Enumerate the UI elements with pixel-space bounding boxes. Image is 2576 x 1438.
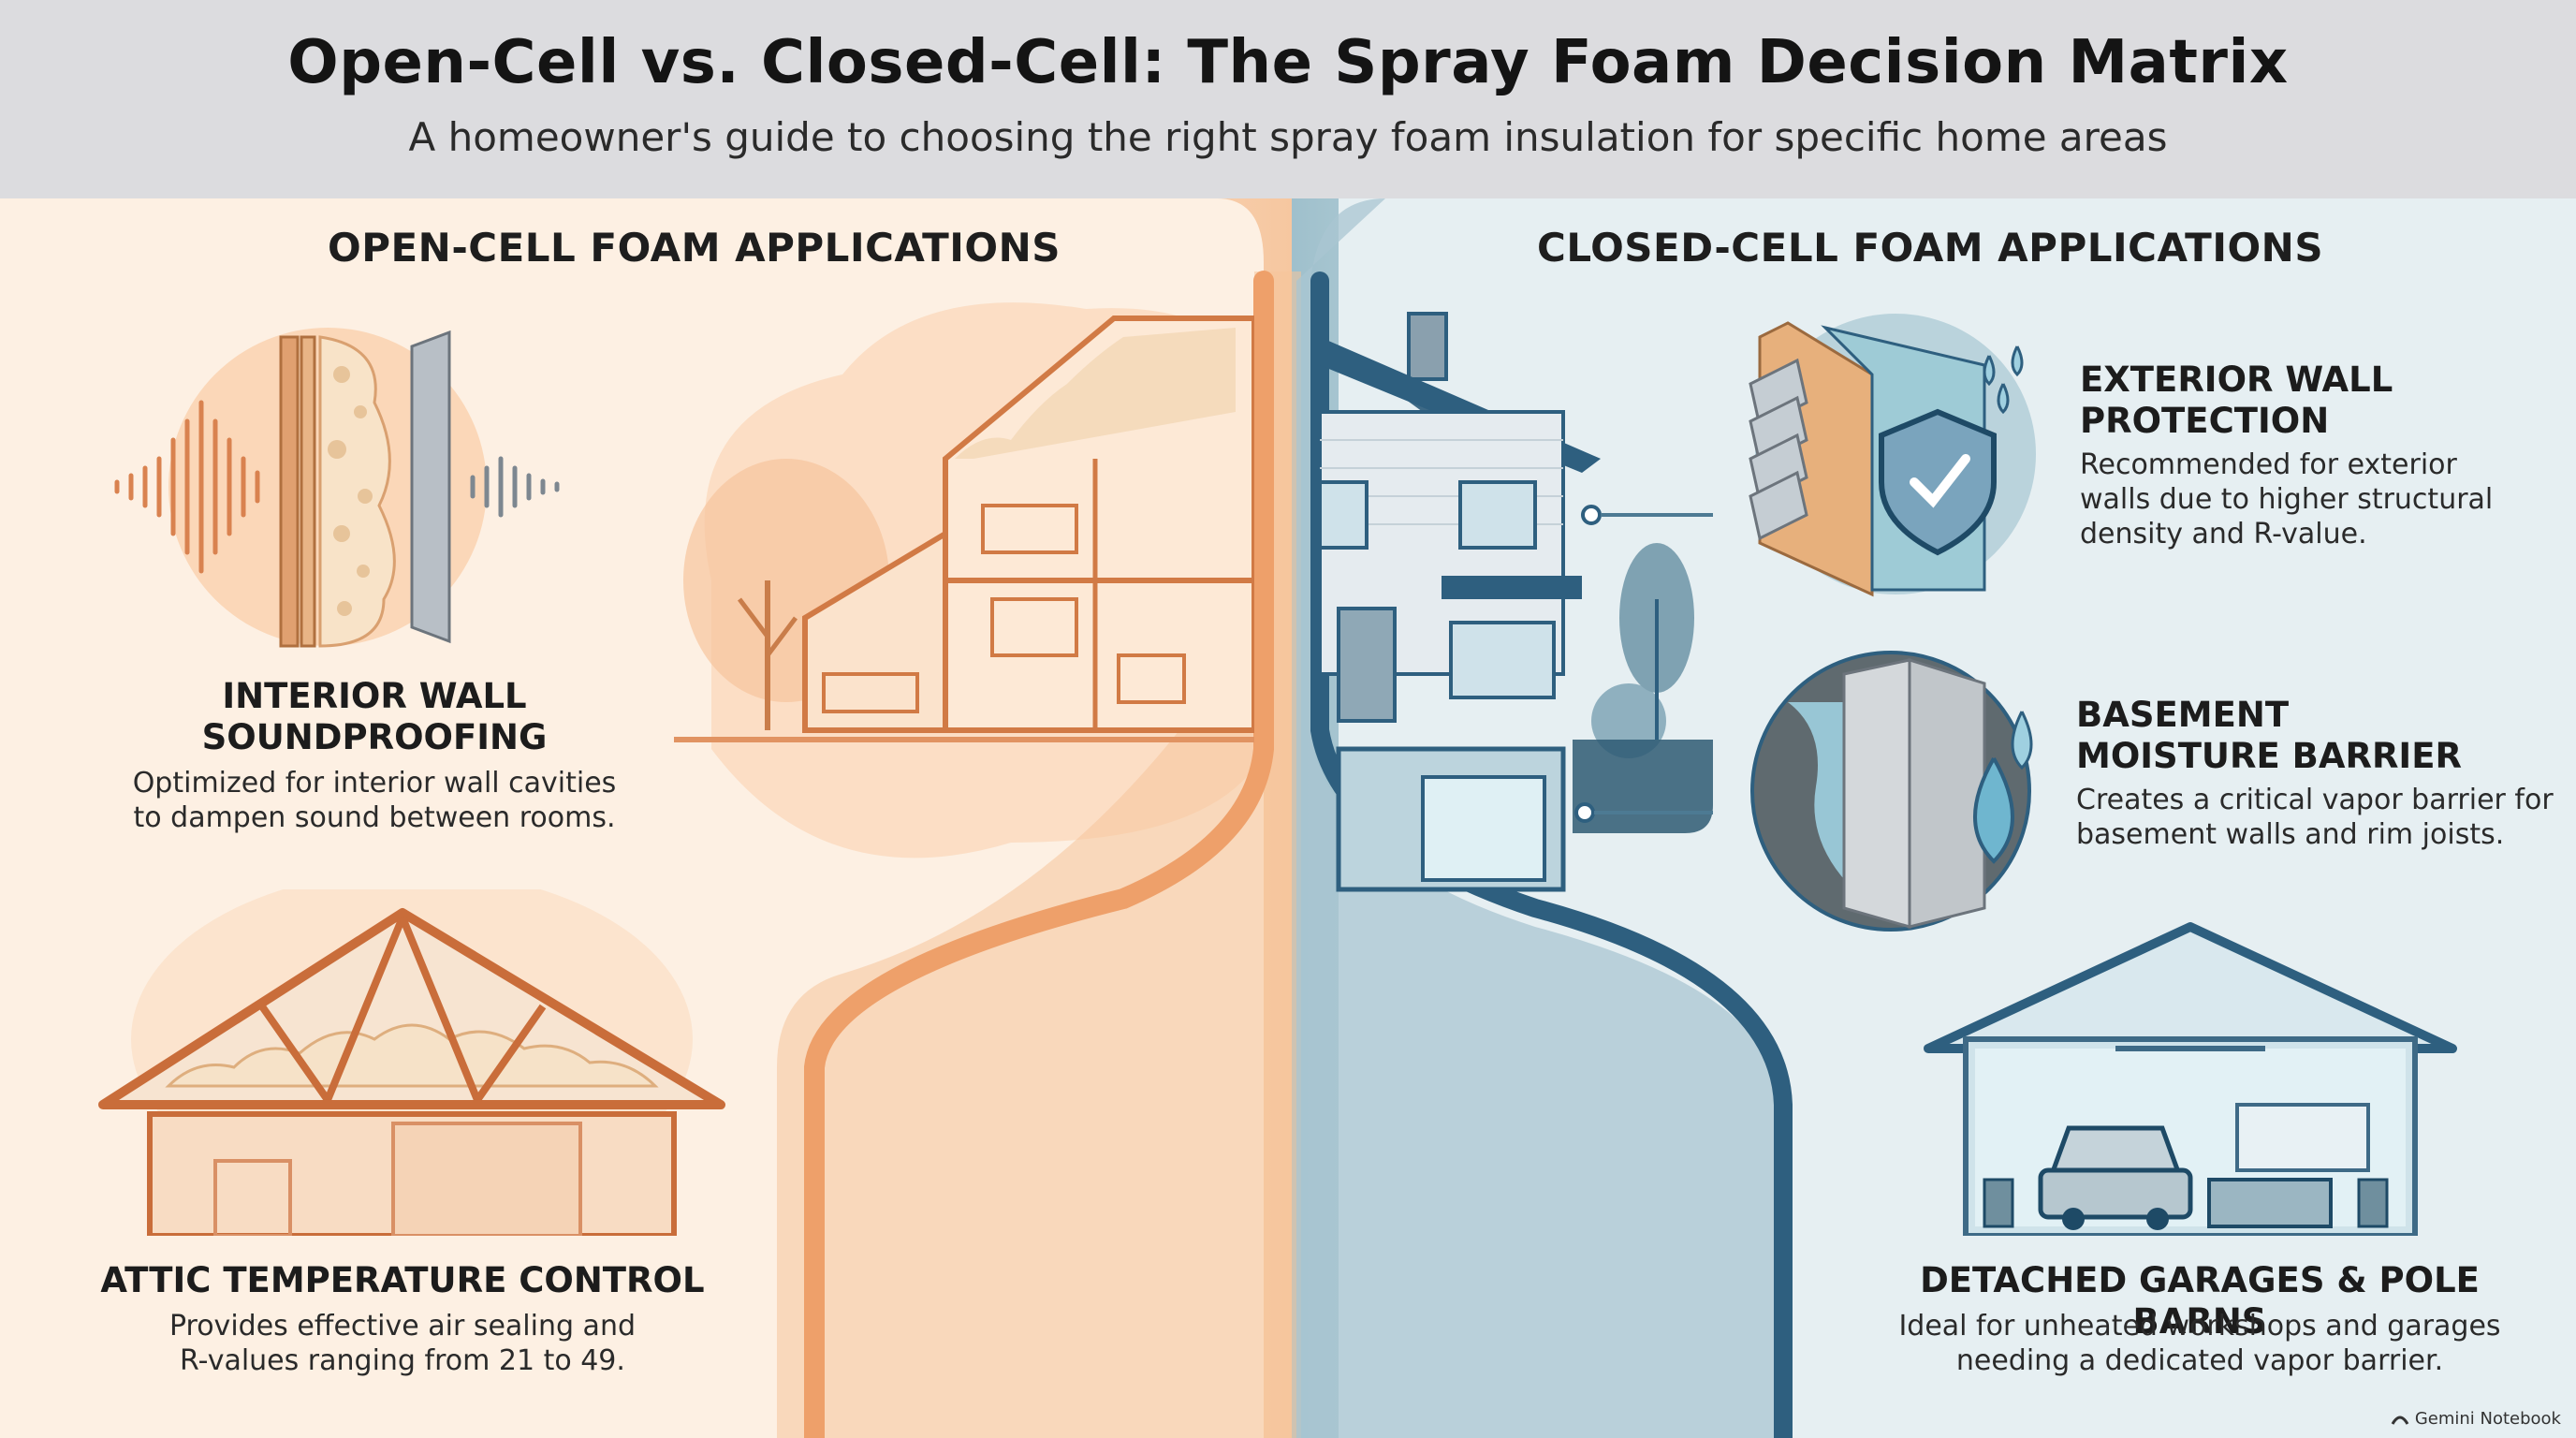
closed-cell-heading: CLOSED-CELL FOAM APPLICATIONS <box>1537 225 2324 271</box>
shield-wall-icon <box>1749 314 2036 597</box>
house-cutaway-icon <box>674 315 1254 742</box>
page-subtitle: A homeowner's guide to choosing the righ… <box>408 114 2168 160</box>
garage-desc: Ideal for unheated workshops and garages… <box>1898 1310 2501 1377</box>
garage-icon <box>1924 922 2457 1236</box>
soundwave-wall-icon <box>114 328 560 648</box>
basement-title: BASEMENT MOISTURE BARRIER <box>2076 695 2462 776</box>
open-cell-heading: OPEN-CELL FOAM APPLICATIONS <box>328 225 1061 271</box>
footer-credit: Gemini Notebook <box>2391 1409 2561 1429</box>
exterior-wall-title: EXTERIOR WALL PROTECTION <box>2080 360 2393 441</box>
exterior-wall-desc: Recommended for exterior walls due to hi… <box>2080 448 2494 550</box>
interior-wall-desc: Optimized for interior wall cavities to … <box>132 767 617 834</box>
closed-cell-house-icon <box>1320 312 1713 892</box>
header-bar: Open-Cell vs. Closed-Cell: The Spray Foa… <box>0 0 2576 198</box>
page-title: Open-Cell vs. Closed-Cell: The Spray Foa… <box>287 28 2289 97</box>
attic-truss-icon <box>98 889 725 1236</box>
water-drop-icon <box>1750 651 2033 932</box>
garage-title: DETACHED GARAGES & POLE BARNS <box>1920 1260 2480 1342</box>
attic-title: ATTIC TEMPERATURE CONTROL <box>100 1260 705 1300</box>
interior-wall-title: INTERIOR WALL SOUNDPROOFING <box>201 676 548 757</box>
footer-label: Gemini Notebook <box>2414 1409 2561 1429</box>
basement-desc: Creates a critical vapor barrier for bas… <box>2076 784 2554 851</box>
attic-desc: Provides effective air sealing and R-val… <box>168 1310 637 1377</box>
notebook-logo-icon <box>2391 1416 2409 1425</box>
